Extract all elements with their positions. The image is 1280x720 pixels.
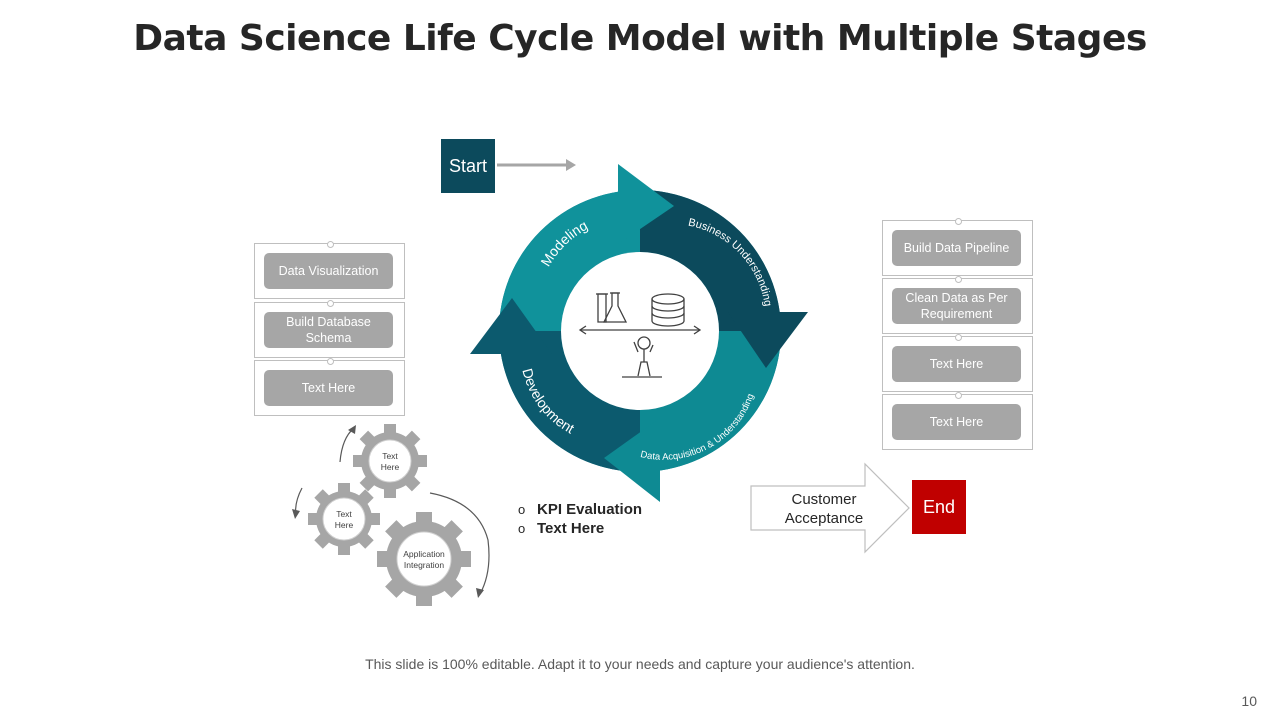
start-box: Start bbox=[441, 139, 495, 193]
bullet-item: KPI Evaluation bbox=[518, 500, 642, 519]
gear-top bbox=[353, 424, 427, 498]
right-panel-item: Build Data Pipeline bbox=[882, 218, 1033, 276]
right-panel-item: Text Here bbox=[882, 392, 1033, 450]
start-arrow bbox=[497, 159, 576, 171]
left-panel-pill: Text Here bbox=[264, 370, 393, 406]
cycle-arrowhead-bottom bbox=[604, 418, 660, 502]
segment-business-understanding bbox=[640, 190, 781, 331]
page-number: 10 bbox=[1241, 693, 1257, 709]
cycle-arrowhead-right bbox=[728, 312, 808, 368]
cycle-arrowhead-left bbox=[470, 298, 552, 354]
customer-acceptance-arrow bbox=[750, 462, 910, 554]
cycle-center bbox=[561, 252, 719, 410]
right-panel-pill: Text Here bbox=[892, 346, 1021, 382]
end-box: End bbox=[912, 480, 966, 534]
customer-acceptance-label: Customer Acceptance bbox=[784, 491, 864, 527]
gear-big bbox=[377, 512, 471, 606]
data-science-icon bbox=[578, 292, 702, 378]
left-panel-pill: Data Visualization bbox=[264, 253, 393, 289]
slide-title: Data Science Life Cycle Model with Multi… bbox=[133, 18, 1147, 59]
right-panel-pill: Clean Data as Per Requirement bbox=[892, 288, 1021, 324]
segment-development bbox=[499, 331, 640, 472]
gear-left bbox=[308, 483, 380, 555]
cycle-arrowhead-top bbox=[618, 164, 674, 244]
left-panel-item: Text Here bbox=[254, 358, 405, 416]
right-panel-item: Clean Data as Per Requirement bbox=[882, 276, 1033, 334]
bullet-list: KPI Evaluation Text Here bbox=[518, 500, 642, 538]
footer-note: This slide is 100% editable. Adapt it to… bbox=[365, 656, 915, 672]
left-panel-item: Data Visualization bbox=[254, 241, 405, 299]
left-panel-item: Build Database Schema bbox=[254, 300, 405, 358]
left-panel-pill: Build Database Schema bbox=[264, 312, 393, 348]
right-panel-pill: Build Data Pipeline bbox=[892, 230, 1021, 266]
right-panel-item: Text Here bbox=[882, 334, 1033, 392]
segment-modeling bbox=[499, 190, 640, 331]
segment-data-acquisition bbox=[640, 331, 781, 472]
bullet-item: Text Here bbox=[518, 519, 642, 538]
right-panel-pill: Text Here bbox=[892, 404, 1021, 440]
